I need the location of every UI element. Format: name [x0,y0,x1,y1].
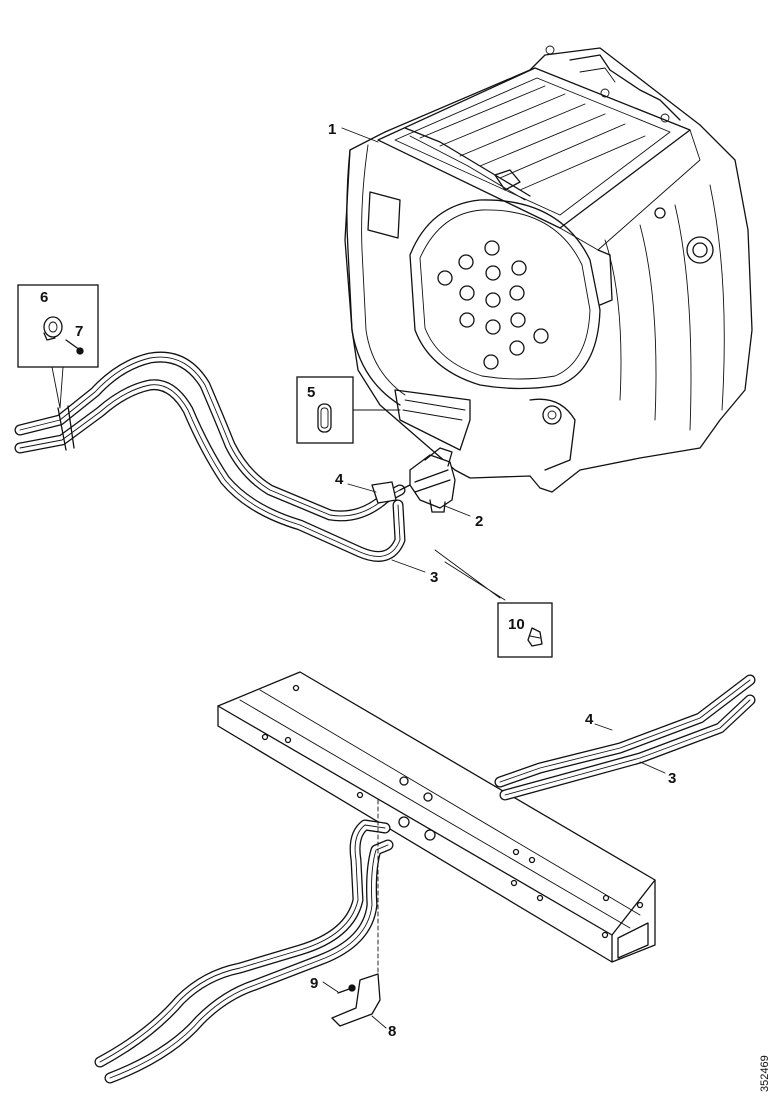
callout-3: 3 [430,569,438,586]
leader-lines [322,127,666,1029]
document-number: 352469 [759,1055,771,1092]
callout-9: 9 [310,975,318,992]
seal-icon [317,403,332,433]
bolt-icon [65,339,84,355]
callout-10: 10 [508,616,525,633]
callout-3-lower: 3 [668,770,676,787]
callout-8: 8 [388,1023,396,1040]
frame-rail [217,671,656,963]
clip-icon [527,627,543,647]
clip-leader [434,549,506,601]
sensor-assembly [409,447,456,513]
aftertreatment-unit [344,45,753,493]
callout-5: 5 [307,384,315,401]
callout-1: 1 [328,121,336,138]
harness-lower [94,674,756,1084]
callout-4: 4 [335,471,344,488]
detail-box-leader [51,366,64,409]
callout-4-lower: 4 [585,711,594,728]
detail-box-clip [497,602,553,658]
callout-7: 7 [75,323,83,340]
callout-6: 6 [40,289,48,306]
harness-upper [14,351,411,562]
detail-box-seal [296,376,354,444]
callout-2: 2 [475,513,483,530]
clamp-icon [43,316,63,341]
